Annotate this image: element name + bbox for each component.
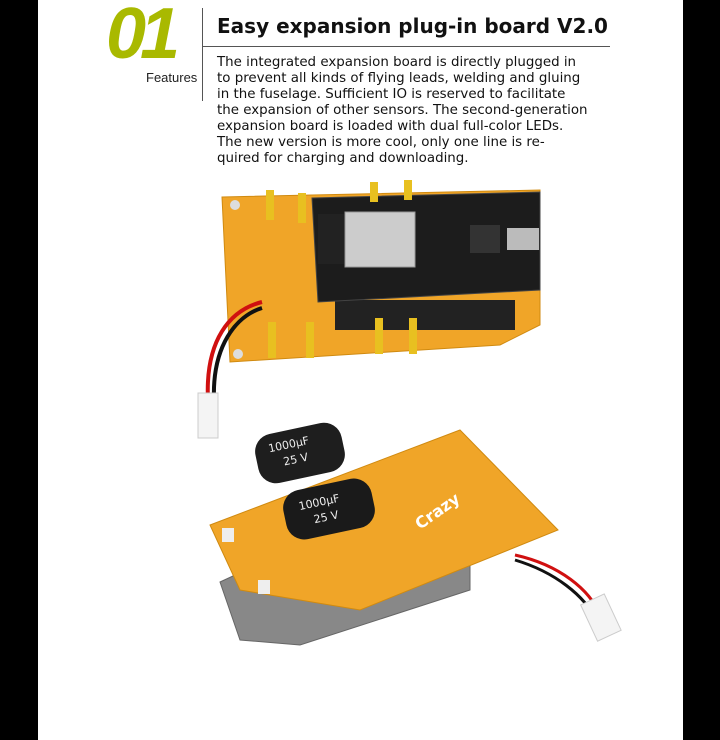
vertical-divider	[202, 8, 203, 101]
page-title: Easy expansion plug-in board V2.0	[217, 14, 608, 38]
capacitor-voltage: 25 V	[282, 450, 310, 468]
description-line: The integrated expansion board is direct…	[217, 55, 577, 70]
description-line: The new version is more cool, only one l…	[217, 135, 545, 150]
feature-number: 01	[106, 0, 180, 74]
description-line: in the fuselage. Sufficient IO is reserv…	[217, 87, 566, 102]
description-line: the expansion of other sensors. The seco…	[217, 103, 588, 118]
description-line: to prevent all kinds of flying leads, we…	[217, 71, 581, 86]
right-border	[683, 0, 720, 740]
bottom-board-photo: Crazy 1000µF 25 V 1000µF 25 V	[209, 422, 622, 646]
description-line: quired for charging and downloading.	[217, 151, 469, 166]
description: The integrated expansion board is direct…	[217, 55, 588, 167]
section-label: Features	[146, 70, 198, 85]
description-line: expansion board is loaded with dual full…	[217, 119, 564, 134]
horizontal-divider	[202, 46, 610, 47]
capacitor-voltage-2: 25 V	[313, 508, 341, 526]
left-border	[0, 0, 38, 740]
top-board-photo	[197, 180, 541, 439]
